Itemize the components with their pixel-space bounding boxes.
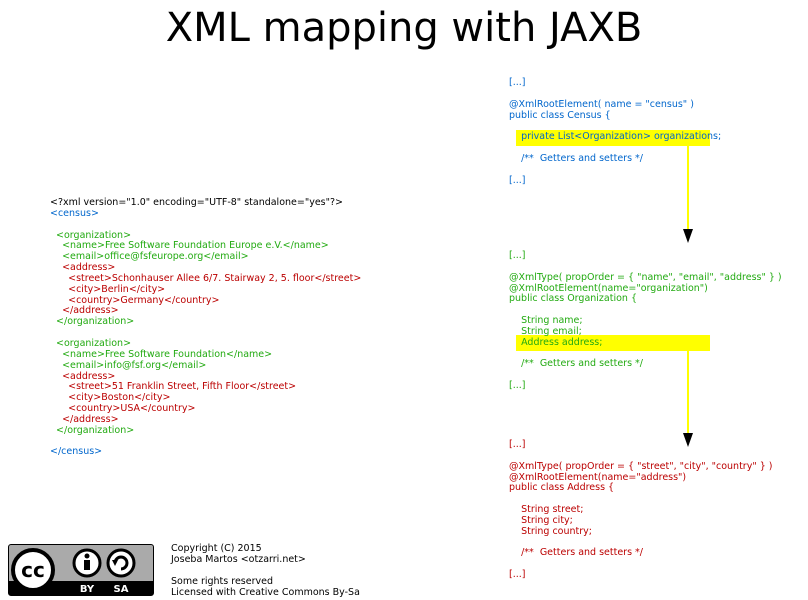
cc-logo-icon (11, 548, 55, 592)
xml-line: <city>Berlin</city> (50, 283, 166, 295)
xml-document: <?xml version="1.0" encoding="UTF-8" sta… (50, 197, 362, 458)
organization-class-code: [...] @XmlType( propOrder = { "name", "em… (509, 250, 782, 392)
share-alike-icon (106, 548, 136, 578)
cc-logo-text: cc (21, 558, 45, 582)
code-line: String street; (509, 504, 584, 516)
code-line: public class Organization { (509, 293, 638, 305)
census-class-code: [...]@XmlRootElement( name = "census" )p… (509, 77, 722, 186)
xml-line: <email>info@fsf.org</email> (50, 359, 207, 371)
xml-line: <country>USA</country> (50, 403, 196, 415)
code-line: /** Getters and setters */ (509, 152, 644, 164)
xml-line: <street>Schonhauser Allee 6/7. Stairway … (50, 272, 362, 284)
address-field-highlight (516, 335, 710, 351)
xml-line: <address> (50, 262, 116, 274)
xml-line (50, 220, 361, 231)
address-class-code: [...] @XmlType( propOrder = { "street", "… (509, 439, 773, 581)
xml-line: </address> (50, 305, 119, 317)
credits: Copyright (C) 2015 Joseba Martos <otzarr… (171, 543, 360, 598)
code-line: String country; (509, 525, 592, 537)
code-line: /** Getters and setters */ (509, 547, 644, 559)
xml-line: </organization> (50, 424, 135, 436)
xml-line: <city>Boston</city> (50, 392, 171, 404)
code-line: @XmlRootElement(name="organization") (509, 282, 708, 294)
xml-line: <?xml version="1.0" encoding="UTF-8" sta… (50, 197, 343, 208)
code-line: /** Getters and setters */ (509, 358, 644, 370)
code-line: @XmlRootElement( name = "census" ) (509, 98, 694, 110)
spacer-line (171, 565, 360, 576)
code-line: [...] (509, 569, 526, 581)
code-line: String name; (509, 315, 583, 327)
xml-line: <census> (50, 207, 99, 219)
code-line (509, 559, 773, 570)
by-label: BY (80, 584, 95, 595)
xml-line: <organization> (50, 229, 132, 241)
xml-line: <organization> (50, 337, 132, 349)
code-line: String email; (509, 325, 582, 337)
slide-title: XML mapping with JAXB (165, 5, 643, 51)
xml-line: <name>Free Software Foundation Europe e.… (50, 240, 329, 252)
copyright-line: Copyright (C) 2015 (171, 543, 262, 554)
code-line: private List<Organization> organizations… (509, 131, 722, 143)
code-line: @XmlType( propOrder = { "name", "email",… (509, 271, 782, 283)
code-line: [...] (509, 380, 526, 392)
code-line: [...] (509, 250, 526, 261)
arrow-head-organization (683, 229, 693, 243)
sa-label: SA (114, 584, 129, 595)
code-line (509, 165, 721, 176)
xml-line: </address> (50, 413, 119, 425)
rights-line: Some rights reserved (171, 576, 273, 587)
xml-line: </census> (50, 446, 103, 458)
code-line: String city; (509, 514, 573, 526)
xml-line: <address> (50, 370, 116, 382)
organizations-field-highlight (516, 130, 710, 146)
code-line: [...] (509, 174, 526, 186)
code-line: @XmlRootElement(name="address") (509, 471, 687, 483)
code-line: public class Address { (509, 482, 615, 494)
code-line: [...] (509, 77, 526, 88)
xml-line: <street>51 Franklin Street, Fifth Floor<… (50, 381, 297, 393)
creative-commons-badge: cc BY SA (8, 544, 154, 596)
xml-line: </organization> (50, 316, 135, 328)
author-line: Joseba Martos <otzarri.net> (171, 554, 306, 565)
xml-line: <country>Germany</country> (50, 294, 220, 306)
xml-line: <name>Free Software Foundation</name> (50, 348, 273, 360)
xml-line: <email>office@fsfeurope.org</email> (50, 251, 249, 263)
code-line: public class Census { (509, 109, 611, 121)
code-line: Address address; (509, 336, 603, 348)
code-line: @XmlType( propOrder = { "street", "city"… (509, 460, 773, 472)
code-line: [...] (509, 439, 526, 450)
license-line: Licensed with Creative Commons By-Sa (171, 587, 360, 598)
code-line (509, 370, 782, 381)
